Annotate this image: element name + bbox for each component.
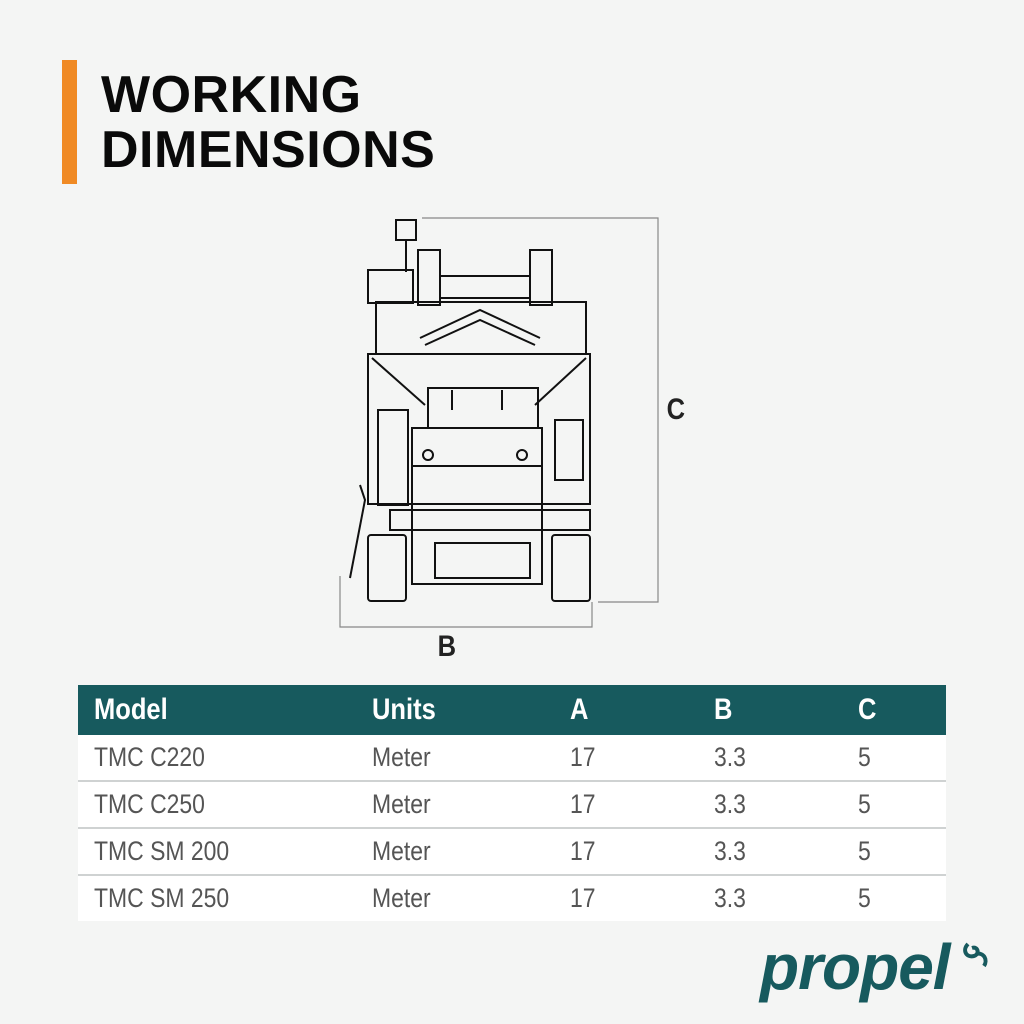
title-line-1: WORKING <box>101 66 362 124</box>
cell-model: TMC SM 200 <box>94 836 230 866</box>
cell-units: Meter <box>372 742 431 772</box>
table-header: Model Units A B C <box>78 685 946 735</box>
header-c: C <box>858 693 877 726</box>
table-row: TMC C220 Meter 17 3.3 5 <box>78 735 946 782</box>
title-accent-bar <box>62 60 77 184</box>
dimension-label-c: C <box>666 393 686 426</box>
page-title: WORKING DIMENSIONS <box>101 68 435 178</box>
cell-c: 5 <box>858 742 871 772</box>
cell-b: 3.3 <box>714 883 746 913</box>
cell-b: 3.3 <box>714 836 746 866</box>
cell-model: TMC SM 250 <box>94 883 230 913</box>
cell-a: 17 <box>570 836 596 866</box>
header-b: B <box>714 693 733 726</box>
cell-c: 5 <box>858 789 871 819</box>
cell-units: Meter <box>372 836 431 866</box>
cell-a: 17 <box>570 789 596 819</box>
cell-units: Meter <box>372 883 431 913</box>
table-row: TMC C250 Meter 17 3.3 5 <box>78 782 946 829</box>
cell-b: 3.3 <box>714 789 746 819</box>
cell-c: 5 <box>858 883 871 913</box>
cell-model: TMC C220 <box>94 742 205 772</box>
cell-c: 5 <box>858 836 871 866</box>
dimension-label-b: B <box>437 630 457 663</box>
table-row: TMC SM 200 Meter 17 3.3 5 <box>78 829 946 876</box>
cell-a: 17 <box>570 742 596 772</box>
cell-model: TMC C250 <box>94 789 205 819</box>
cell-b: 3.3 <box>714 742 746 772</box>
dimensions-table: Model Units A B C TMC C220 Meter 17 3.3 … <box>78 685 946 921</box>
header-units: Units <box>372 693 436 726</box>
table-row: TMC SM 250 Meter 17 3.3 5 <box>78 876 946 921</box>
propel-logo: propel <box>760 930 988 1004</box>
title-line-2: DIMENSIONS <box>101 121 436 179</box>
header-model: Model <box>94 693 168 726</box>
swirl-icon <box>963 942 988 968</box>
header-a: A <box>570 693 589 726</box>
cell-a: 17 <box>570 883 596 913</box>
logo-text: propel <box>760 931 951 1003</box>
machine-diagram <box>339 217 659 628</box>
cell-units: Meter <box>372 789 431 819</box>
